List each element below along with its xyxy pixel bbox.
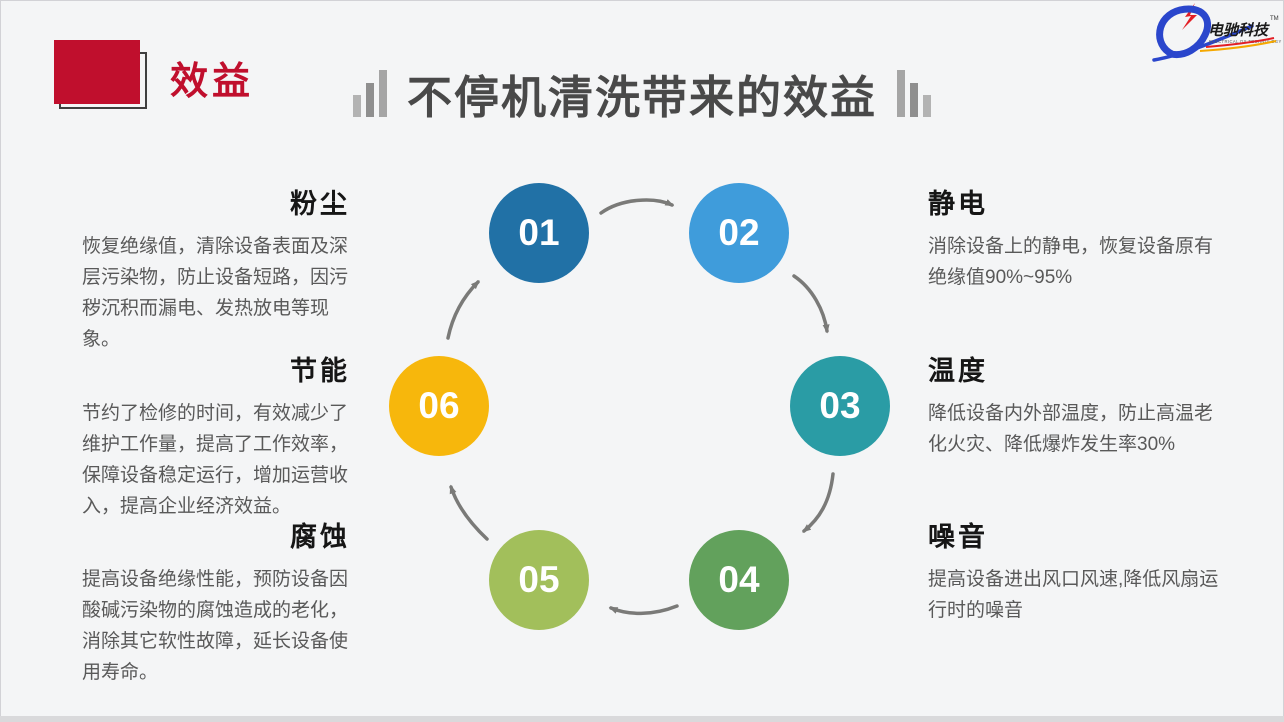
logo-swoosh-icon <box>1152 24 1254 62</box>
cycle-step-02: 02 <box>689 183 789 283</box>
cycle-step-06: 06 <box>389 356 489 456</box>
logo-graphic: 电驰科技 TM ELECTRICAL DX TECHNOLOGY <box>1152 3 1282 62</box>
benefit-title: 粉尘 <box>290 189 350 219</box>
arrow-06-to-01-icon <box>446 280 480 340</box>
slide-bottom-edge <box>0 716 1284 722</box>
logo-tm-mark: TM <box>1270 16 1279 22</box>
benefit-block-noise: 噪音 提高设备进出风口风速,降低风扇运行时的噪音 <box>928 515 1230 626</box>
cycle-step-03: 03 <box>790 356 890 456</box>
logo-brand-text: 电驰科技 <box>1208 22 1270 39</box>
corner-accent-block <box>54 40 140 104</box>
benefit-body: 提高设备进出风口风速,降低风扇运行时的噪音 <box>928 569 1219 621</box>
benefit-block-corrosion: 腐蚀 提高设备绝缘性能，预防设备因酸碱污染物的腐蚀造成的老化，消除其它软性故障，… <box>82 515 350 688</box>
logo-yellow-line-icon <box>1199 40 1277 52</box>
lightning-bolt-icon <box>1182 3 1197 30</box>
benefit-body: 消除设备上的静电，恢复设备原有绝缘值90%~95% <box>928 236 1214 288</box>
benefit-block-static: 静电 消除设备上的静电，恢复设备原有绝缘值90%~95% <box>928 182 1230 293</box>
logo-tagline-text: ELECTRICAL DX TECHNOLOGY <box>1209 39 1282 44</box>
benefit-title: 温度 <box>928 356 988 386</box>
benefit-block-dust: 粉尘 恢复绝缘值，清除设备表面及深层污染物，防止设备短路，因污秽沉积而漏电、发热… <box>82 182 350 355</box>
arrow-05-to-06-icon <box>449 484 489 541</box>
benefit-body: 恢复绝缘值，清除设备表面及深层污染物，防止设备短路，因污秽沉积而漏电、发热放电等… <box>82 236 349 350</box>
cycle-step-04: 04 <box>689 530 789 630</box>
benefit-body: 节约了检修的时间，有效减少了维护工作量，提高了工作效率，保障设备稳定运行，增加运… <box>82 403 349 517</box>
benefit-body: 提高设备绝缘性能，预防设备因酸碱污染物的腐蚀造成的老化，消除其它软性故障，延长设… <box>82 569 349 683</box>
arrow-03-to-04-icon <box>802 472 835 533</box>
benefit-title: 腐蚀 <box>290 522 350 552</box>
benefit-block-energy: 节能 节约了检修的时间，有效减少了维护工作量，提高了工作效率，保障设备稳定运行，… <box>82 349 350 522</box>
cycle-step-05: 05 <box>489 530 589 630</box>
level-bars-right-icon <box>897 70 931 117</box>
cycle-step-01: 01 <box>489 183 589 283</box>
company-logo: 电驰科技 TM ELECTRICAL DX TECHNOLOGY <box>1150 2 1282 68</box>
logo-red-line-icon <box>1205 37 1275 48</box>
corner-section-label: 效益 <box>170 61 255 103</box>
arrow-02-to-03-icon <box>792 274 830 334</box>
page-title: 不停机清洗带来的效益 <box>406 71 877 123</box>
level-bars-left-icon <box>352 70 387 117</box>
benefit-block-temperature: 温度 降低设备内外部温度，防止高温老化火灾、降低爆炸发生率30% <box>928 349 1230 460</box>
arrow-04-to-05-icon <box>608 604 679 616</box>
arrow-01-to-02-icon <box>599 198 675 215</box>
title-row: 不停机清洗带来的效益 <box>0 70 1284 121</box>
benefit-body: 降低设备内外部温度，防止高温老化火灾、降低爆炸发生率30% <box>928 403 1214 455</box>
benefit-title: 节能 <box>290 356 350 386</box>
benefit-title: 噪音 <box>928 522 988 552</box>
benefit-title: 静电 <box>928 189 988 219</box>
